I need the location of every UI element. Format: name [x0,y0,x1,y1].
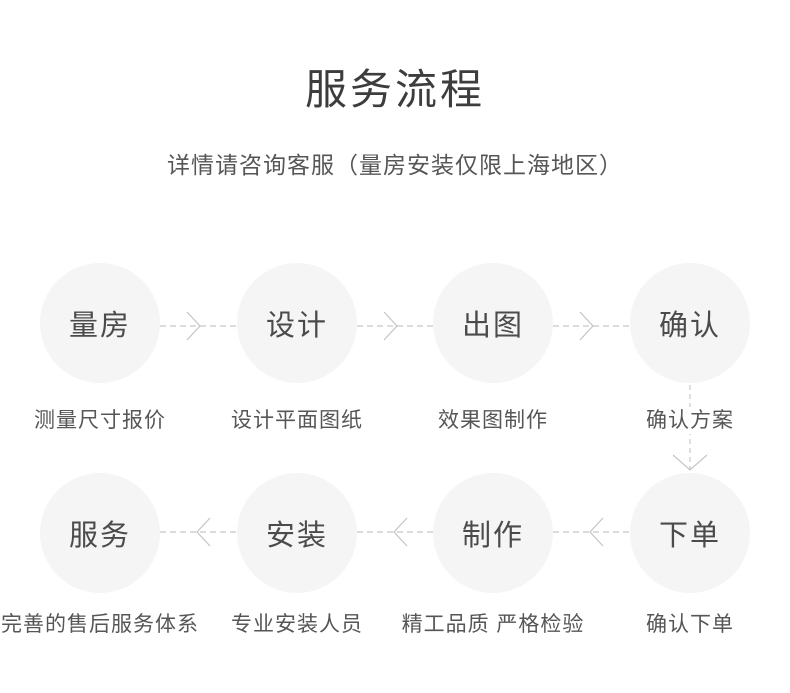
step-circle-drawing: 出图 [433,263,553,383]
step-label-produce: 制作 [461,520,524,552]
arrow-right-icon [160,311,237,341]
step-label-order: 下单 [658,520,721,552]
step-label-measure-room: 量房 [68,310,131,342]
arrow-left-icon [160,517,237,547]
step-label-drawing: 出图 [461,310,524,342]
step-caption-measure-room: 测量尺寸报价 [34,409,166,432]
arrow-right-icon [357,311,434,341]
step-circle-install: 安装 [237,473,357,593]
step-label-service: 服务 [68,520,131,552]
step-circle-order: 下单 [630,473,750,593]
step-caption-drawing: 效果图制作 [438,409,548,432]
step-caption-install: 专业安装人员 [231,613,363,636]
step-circle-produce: 制作 [433,473,553,593]
step-circle-confirm: 确认 [630,263,750,383]
step-label-confirm: 确认 [658,310,721,342]
arrow-left-icon [553,517,630,547]
section-title: 服务流程 [304,66,485,113]
step-caption-confirm: 确认方案 [540,407,790,434]
section-subtitle: 详情请咨询客服（量房安装仅限上海地区） [167,152,623,178]
step-caption-produce: 精工品质 严格检验 [401,613,585,636]
step-caption-design: 设计平面图纸 [231,409,363,432]
step-caption-order: 确认下单 [646,613,734,636]
step-label-install: 安装 [265,520,328,552]
step-circle-measure-room: 量房 [40,263,160,383]
arrow-down-icon [673,385,707,471]
step-label-design: 设计 [265,310,328,342]
step-circle-design: 设计 [237,263,357,383]
arrow-left-icon [357,517,434,547]
arrow-right-icon [553,311,630,341]
step-circle-service: 服务 [40,473,160,593]
step-caption-service: 完善的售后服务体系 [1,613,199,636]
